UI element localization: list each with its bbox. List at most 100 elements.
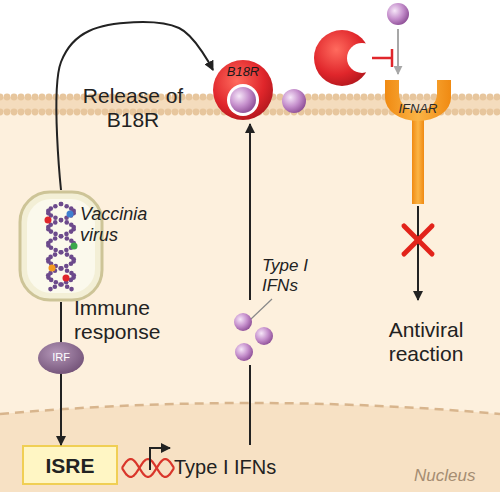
lipid-head — [326, 109, 333, 116]
connector-arrow — [56, 22, 213, 190]
lipid-head — [207, 94, 214, 101]
genome-bead — [53, 236, 58, 241]
lipid-head — [452, 94, 459, 101]
lipid-head — [193, 109, 200, 116]
genome-bead — [64, 204, 69, 209]
lipid-head — [333, 109, 340, 116]
lipid-head — [368, 94, 375, 101]
ifn-sphere — [234, 313, 252, 331]
genome-bead — [59, 234, 64, 239]
lipid-head — [53, 94, 60, 101]
lipid-head — [347, 109, 354, 116]
blocked-cross — [404, 226, 432, 254]
genome-bead — [58, 266, 63, 271]
lipid-head — [494, 109, 500, 116]
node-text: Vaccinia virus — [80, 204, 160, 245]
lipid-head — [60, 109, 67, 116]
ifn-sphere — [255, 327, 273, 345]
virus-protein — [49, 265, 56, 272]
cytoplasm — [0, 104, 500, 492]
genome-bead — [69, 287, 74, 292]
genome-bead — [59, 218, 64, 223]
lipid-head — [487, 109, 494, 116]
ellipse-outline — [38, 342, 84, 374]
lipid-head — [368, 109, 375, 116]
genome-bead — [64, 232, 69, 237]
blocked-cross — [404, 226, 432, 254]
lipid-head — [67, 109, 74, 116]
lipid-head — [494, 94, 500, 101]
lipid-head — [375, 109, 382, 116]
lipid-head — [88, 109, 95, 116]
gene-label: Type I IFNs — [174, 456, 276, 479]
inhibition-bar — [391, 49, 394, 67]
lipid-head — [18, 109, 25, 116]
lipid-head — [333, 94, 340, 101]
lipid-head — [375, 94, 382, 101]
transcription-factor: IRF — [38, 342, 84, 374]
genome-bead — [49, 278, 54, 283]
genome-bead — [58, 234, 63, 239]
lipid-head — [39, 94, 46, 101]
genome-bead — [53, 252, 58, 257]
ifn-sphere — [387, 3, 409, 25]
lipid-head — [340, 94, 347, 101]
edge-label: Immune response — [74, 296, 204, 344]
node-text: B18R — [213, 65, 273, 80]
lipid-head — [214, 109, 221, 116]
lipid-head — [200, 94, 207, 101]
genome-bead — [59, 218, 64, 223]
genome-bead — [48, 287, 53, 292]
genome-bead — [54, 280, 59, 285]
leader-line — [251, 299, 272, 319]
lipid-head — [466, 109, 473, 116]
lipid-head — [18, 94, 25, 101]
genome-bead — [49, 229, 54, 234]
lipid-head — [319, 94, 326, 101]
genome-bead — [58, 250, 63, 255]
lipid-head — [459, 94, 466, 101]
node-text: IRF — [38, 351, 84, 364]
genome-bead — [65, 285, 70, 290]
lipid-head — [46, 109, 53, 116]
genome-bead — [59, 202, 64, 207]
lipid-head — [4, 109, 11, 116]
connector-arrow — [60, 302, 62, 342]
lipid-head — [53, 109, 60, 116]
genome-bead — [59, 266, 64, 271]
dna-strand — [122, 459, 174, 477]
lipid-head — [466, 94, 473, 101]
lipid-head — [277, 109, 284, 116]
secretion-line — [249, 365, 251, 445]
virus-protein — [45, 217, 52, 224]
virus-protein — [63, 275, 70, 282]
lipid-head — [410, 94, 417, 101]
lipid-head — [67, 94, 74, 101]
lipid-head — [25, 94, 32, 101]
lipid-head — [165, 109, 172, 116]
lipid-head — [186, 109, 193, 116]
genome-bead — [59, 250, 64, 255]
lipid-head — [11, 94, 18, 101]
dna-helix — [122, 459, 174, 477]
virus-protein — [67, 211, 74, 218]
lipid-head — [326, 94, 333, 101]
lipid-head — [25, 109, 32, 116]
lipid-head — [186, 94, 193, 101]
lipid-head — [459, 109, 466, 116]
decoy-body — [213, 60, 273, 120]
genome-bead — [65, 252, 70, 257]
connector-arrow — [60, 374, 62, 445]
secretion-arrow — [249, 124, 251, 300]
compartment-label: Nucleus — [414, 466, 475, 486]
outcome-label: Antiviral reaction — [362, 318, 490, 366]
genome-bead — [53, 248, 58, 253]
lipid-head — [473, 109, 480, 116]
lipid-head — [417, 94, 424, 101]
lipid-head — [340, 109, 347, 116]
lipid-head — [480, 94, 487, 101]
lipid-head — [95, 109, 102, 116]
lipid-head — [207, 109, 214, 116]
